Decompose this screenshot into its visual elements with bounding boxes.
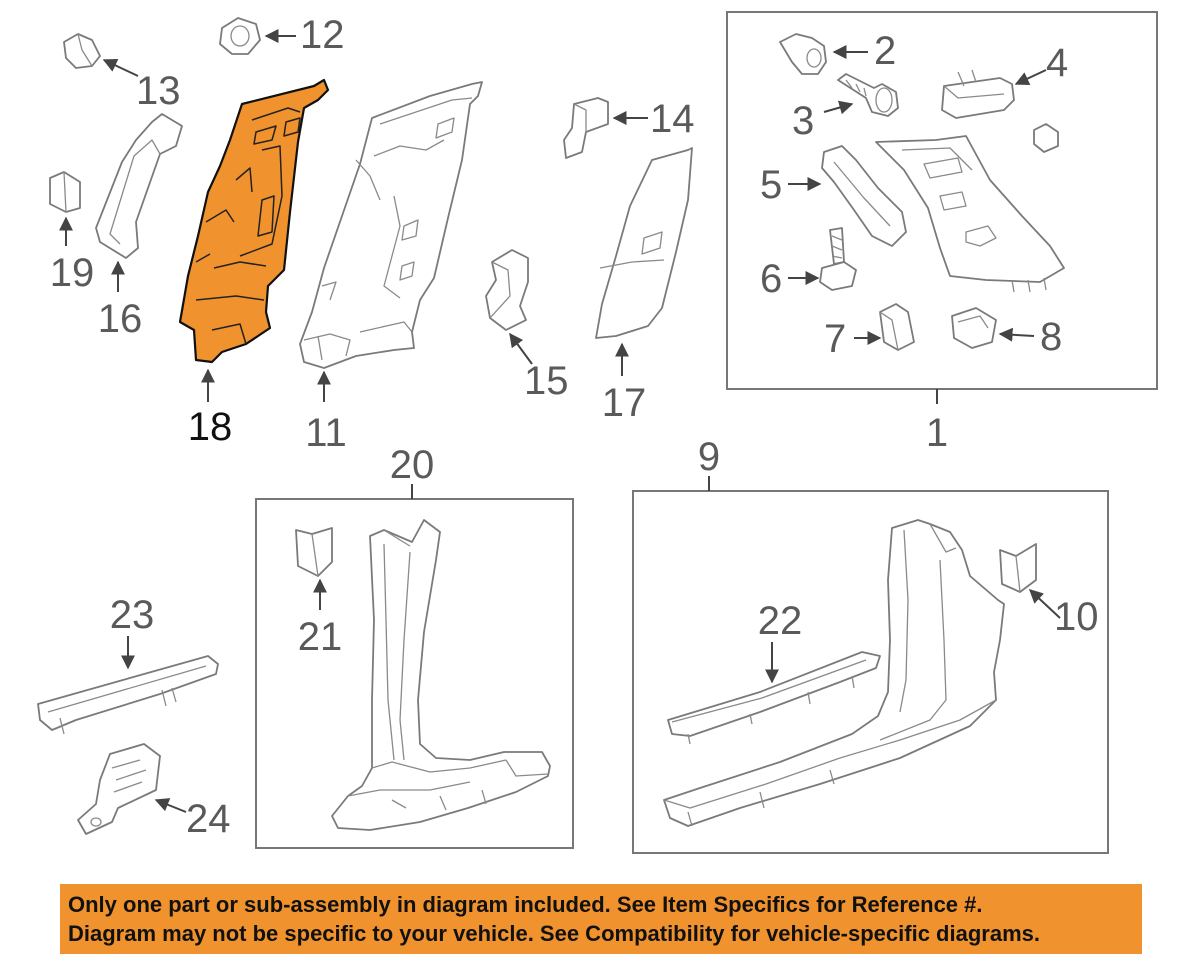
part-13-clip bbox=[63, 33, 101, 69]
box-part-20 bbox=[255, 498, 574, 849]
part-18-highlighted-trim bbox=[178, 78, 330, 364]
part-7-clip bbox=[879, 303, 915, 351]
exploded-parts-diagram: 1 2 3 4 5 6 7 8 9 10 11 12 13 14 15 16 1… bbox=[37, 11, 1158, 854]
part-22-sill-strip bbox=[667, 651, 881, 745]
disclaimer-line-2: Diagram may not be specific to your vehi… bbox=[68, 921, 1040, 946]
box-part-9 bbox=[632, 490, 1109, 854]
callout-4: 4 bbox=[1046, 41, 1068, 85]
part-14-bracket bbox=[563, 97, 609, 159]
callout-5: 5 bbox=[760, 163, 782, 207]
callout-17: 17 bbox=[602, 381, 647, 425]
callout-16: 16 bbox=[98, 297, 143, 341]
part-20-lower-pillar-trim bbox=[331, 519, 551, 831]
callout-15: 15 bbox=[524, 359, 569, 403]
callout-23: 23 bbox=[110, 593, 155, 637]
callout-18-highlighted: 18 bbox=[188, 405, 233, 449]
callout-20: 20 bbox=[390, 443, 435, 487]
callout-22: 22 bbox=[758, 599, 803, 643]
callout-7: 7 bbox=[824, 317, 846, 361]
part-23-step-plate bbox=[37, 655, 219, 735]
part-2-clip bbox=[779, 33, 827, 75]
callout-1: 1 bbox=[926, 411, 948, 455]
part-12-clip bbox=[219, 17, 261, 55]
part-10-pad bbox=[999, 543, 1037, 593]
part-9-sill-trim-assembly bbox=[663, 519, 1005, 827]
callout-19: 19 bbox=[50, 251, 95, 295]
part-17-trim-panel bbox=[595, 147, 693, 339]
callout-2: 2 bbox=[874, 29, 896, 73]
part-11-pillar-trim bbox=[299, 81, 483, 369]
part-24-bracket bbox=[77, 743, 161, 835]
part-21-pad bbox=[295, 527, 333, 577]
callout-13: 13 bbox=[136, 69, 181, 113]
part-1-trim-assembly bbox=[875, 135, 1065, 293]
callout-12: 12 bbox=[300, 13, 345, 57]
callout-21: 21 bbox=[298, 615, 343, 659]
part-6-bolt bbox=[819, 227, 857, 291]
callout-14: 14 bbox=[650, 97, 695, 141]
callout-11: 11 bbox=[305, 411, 347, 455]
callout-9: 9 bbox=[698, 435, 720, 479]
callout-10: 10 bbox=[1054, 595, 1099, 639]
disclaimer-banner: Only one part or sub-assembly in diagram… bbox=[60, 884, 1142, 954]
part-8-cap bbox=[951, 307, 997, 349]
part-15-bracket bbox=[485, 249, 529, 331]
callout-8: 8 bbox=[1040, 315, 1062, 359]
box-part-1 bbox=[726, 11, 1158, 390]
part-3-screw bbox=[837, 73, 899, 117]
callout-3: 3 bbox=[792, 99, 814, 143]
callout-24: 24 bbox=[186, 797, 231, 841]
part-16-grab-handle bbox=[95, 113, 183, 259]
part-19-pad bbox=[49, 171, 81, 213]
part-4-fastener bbox=[941, 69, 1059, 153]
disclaimer-line-1: Only one part or sub-assembly in diagram… bbox=[68, 892, 983, 917]
callout-6: 6 bbox=[760, 257, 782, 301]
part-5-handle bbox=[821, 145, 907, 247]
